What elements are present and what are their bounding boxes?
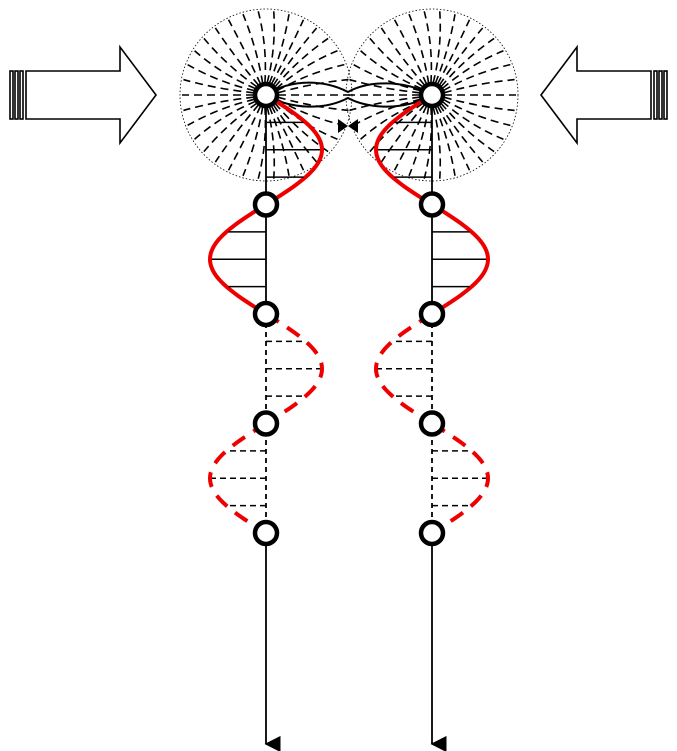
right-field-line — [408, 13, 430, 84]
left-wave-segment — [264, 93, 325, 207]
right-wave-segment — [430, 202, 491, 316]
right-field-line — [440, 102, 495, 153]
left-arrow-tail-bar-3 — [19, 70, 24, 120]
left-dashed-wave-segment — [207, 421, 268, 535]
right-field-line — [393, 19, 428, 85]
left-field-line — [227, 105, 262, 171]
right-field-line — [393, 105, 428, 171]
left-wave-segment — [207, 202, 268, 316]
right-field-line — [434, 106, 456, 176]
left-field-line — [274, 37, 329, 88]
left-field-line — [277, 96, 349, 112]
right-field-line — [353, 98, 421, 127]
left-field-line — [270, 105, 305, 171]
right-push-arrow-icon — [540, 44, 668, 146]
left-field-line — [266, 106, 276, 179]
left-field-line — [214, 27, 260, 86]
right-field-line — [442, 98, 511, 127]
left-radial-field — [179, 8, 353, 182]
right-field-line — [440, 37, 495, 88]
left-field-line — [242, 13, 264, 84]
left-field-line — [268, 106, 290, 176]
left-field-line — [275, 50, 338, 90]
left-field-line — [187, 63, 255, 92]
hollow-circle-node-icon — [418, 300, 446, 328]
right-field-line — [441, 100, 504, 140]
right-field-line — [436, 105, 471, 171]
left-dashed-wave-segment — [264, 312, 325, 426]
right-field-line — [349, 96, 421, 112]
bowtie-junction-icon — [338, 119, 358, 133]
right-field-line — [349, 78, 421, 94]
left-arrow-tail-bar-1 — [9, 70, 14, 120]
right-field-line — [380, 104, 426, 163]
hollow-circle-node-icon — [252, 410, 280, 437]
right-field-line — [438, 27, 484, 86]
right-field-line — [434, 14, 456, 84]
hollow-circle-node-icon — [252, 300, 280, 328]
left-field-line — [270, 19, 305, 85]
right-field-line — [432, 11, 442, 84]
right-field-line — [441, 50, 504, 90]
left-field-line — [194, 100, 257, 140]
right-strand — [373, 81, 491, 751]
left-field-line — [268, 14, 290, 84]
left-arrow-body — [25, 44, 157, 146]
right-arrow-tail-bar-3 — [653, 70, 658, 120]
hollow-circle-node-icon — [418, 519, 446, 547]
right-dashed-wave-segment — [373, 312, 434, 426]
left-field-line — [272, 104, 318, 163]
right-field-line — [380, 27, 426, 86]
left-field-line — [183, 96, 255, 112]
left-push-arrow-icon — [9, 44, 157, 146]
right-arrow-tail-bar-1 — [663, 70, 668, 120]
left-field-line — [257, 11, 267, 84]
left-field-line — [187, 98, 255, 127]
left-field-line — [272, 27, 318, 86]
right-field-line — [369, 37, 424, 88]
bowtie-left-half — [338, 119, 348, 133]
right-field-line — [438, 104, 484, 163]
right-field-boundary — [345, 8, 519, 182]
hollow-circle-node-icon — [252, 191, 280, 218]
left-arrow-tail-bar-2 — [14, 70, 19, 120]
left-field-line — [277, 78, 349, 94]
left-field-line — [203, 102, 258, 153]
left-field-line — [257, 106, 267, 179]
right-field-line — [423, 11, 433, 84]
right-field-line — [353, 63, 421, 92]
right-dashed-wave-segment — [430, 421, 491, 535]
left-field-line — [214, 104, 260, 163]
right-field-line — [436, 19, 471, 85]
right-field-line — [423, 106, 433, 179]
bowtie-right-half — [348, 119, 358, 133]
right-wave-segment — [373, 93, 434, 207]
left-field-line — [194, 50, 257, 90]
hollow-circle-node-icon — [418, 191, 446, 218]
left-field-line — [203, 37, 258, 88]
hollow-circle-node-icon — [252, 81, 280, 109]
hollow-circle-node-icon — [418, 81, 446, 109]
right-field-line — [443, 78, 515, 94]
right-field-line — [442, 63, 511, 92]
left-field-line — [183, 78, 255, 94]
right-field-line — [360, 50, 423, 90]
hollow-circle-node-icon — [252, 519, 280, 547]
hollow-circle-node-icon — [418, 410, 446, 437]
left-strand — [207, 81, 325, 751]
right-field-line — [443, 96, 515, 112]
left-field-line — [242, 106, 264, 177]
right-field-line — [432, 106, 442, 179]
right-arrow-tail-bar-2 — [658, 70, 663, 120]
left-field-line — [227, 19, 262, 85]
left-field-line — [266, 11, 276, 84]
right-field-line — [408, 106, 430, 177]
right-arrow-body — [540, 44, 652, 146]
